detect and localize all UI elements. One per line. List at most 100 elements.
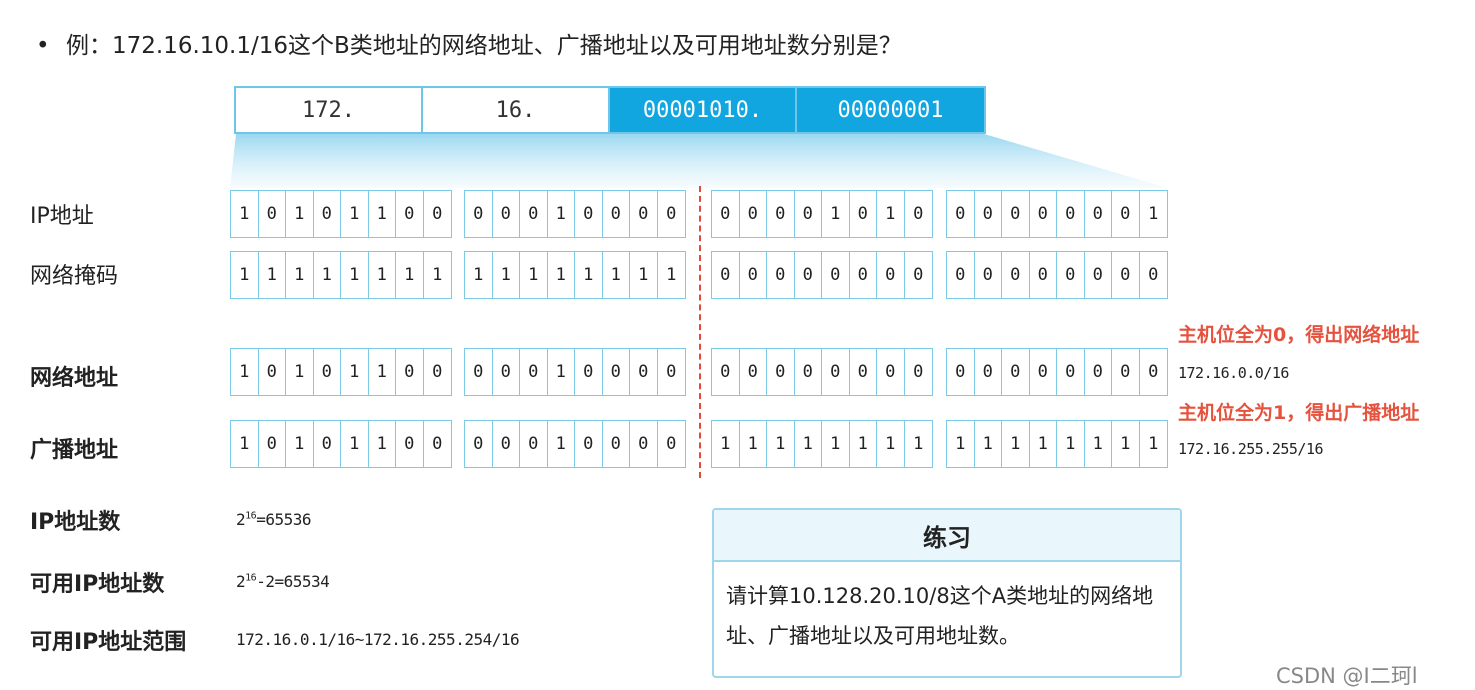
bit-cell: 0 [1057, 252, 1085, 298]
bit-cell: 1 [548, 349, 575, 395]
bit-cell: 1 [369, 252, 396, 298]
bit-cell: 1 [314, 252, 341, 298]
bit-cell: 0 [1030, 252, 1057, 298]
bit-cell: 0 [822, 252, 850, 298]
network-host-divider [699, 186, 701, 478]
usable-count-label: 可用IP地址数 [30, 572, 165, 597]
header-octet-1: 172. [236, 88, 423, 132]
practice-box: 练习 请计算10.128.20.10/8这个A类地址的网络地址、广播地址以及可用… [712, 508, 1182, 678]
bit-cell: 1 [666, 265, 677, 285]
bit-cell: 0 [1002, 349, 1030, 395]
bit-cell: 1 [1112, 421, 1140, 467]
bit-cell: 1 [877, 421, 905, 467]
bit-cell: 0 [975, 252, 1002, 298]
bit-cell: 0 [575, 421, 603, 467]
bit-cell: 0 [877, 252, 905, 298]
bit-cell: 0 [1057, 191, 1085, 237]
network-note: 主机位全为0，得出网络地址 [1178, 324, 1420, 346]
usable-range-value: 172.16.0.1/16~172.16.255.254/16 [236, 630, 520, 649]
bit-cell: 0 [493, 191, 520, 237]
bit-cell: 1 [712, 421, 740, 467]
bit-cell: 0 [1085, 252, 1112, 298]
bit-cell: 1 [369, 349, 396, 395]
bit-cell: 1 [767, 421, 795, 467]
bit-cell: 1 [286, 349, 314, 395]
bit-cell: 0 [767, 252, 795, 298]
bit-cell: 0 [1085, 191, 1112, 237]
bit-cell: 0 [740, 349, 767, 395]
ip-octet-header: 172. 16. 00001010. 00000001 [234, 86, 986, 134]
bit-cell: 0 [603, 421, 630, 467]
question-line: •例：172.16.10.1/16这个B类地址的网络地址、广播地址以及可用地址数… [36, 26, 902, 60]
broadcast-note: 主机位全为1，得出广播地址 [1178, 402, 1420, 424]
row-label-netmask: 网络掩码 [30, 264, 119, 289]
bit-cell: 1 [432, 265, 443, 285]
bit-cell: 0 [712, 349, 740, 395]
bit-cell: 0 [1030, 349, 1057, 395]
bit-cell: 0 [314, 191, 341, 237]
bit-cell: 1 [795, 421, 822, 467]
bit-cell: 1 [975, 421, 1002, 467]
bit-cell: 0 [1148, 362, 1159, 382]
practice-body: 请计算10.128.20.10/8这个A类地址的网络地址、广播地址以及可用地址数… [726, 584, 1154, 648]
header-octet-2: 16. [423, 88, 610, 132]
bit-cell: 1 [913, 434, 924, 454]
bit-cell: 0 [314, 349, 341, 395]
bit-cell: 0 [396, 421, 424, 467]
bit-cell: 1 [341, 349, 369, 395]
row-label-ip-address: IP地址 [30, 204, 94, 229]
bit-cell: 0 [575, 191, 603, 237]
usable-range-label: 可用IP地址范围 [30, 630, 187, 655]
bit-cell: 0 [520, 191, 548, 237]
bit-cell: 0 [259, 349, 286, 395]
bit-cell: 0 [1085, 349, 1112, 395]
bit-cell: 1 [493, 252, 520, 298]
bit-cell: 0 [947, 252, 975, 298]
bit-cell: 1 [822, 191, 850, 237]
bit-cell: 1 [341, 421, 369, 467]
bit-cell: 0 [947, 191, 975, 237]
bit-cell: 1 [231, 191, 259, 237]
bit-cell: 0 [877, 349, 905, 395]
bit-cell: 0 [396, 191, 424, 237]
bit-cell: 0 [666, 362, 677, 382]
bit-cell: 0 [1002, 191, 1030, 237]
network-address-value: 172.16.0.0/16 [1178, 364, 1289, 382]
bit-cell: 0 [795, 252, 822, 298]
bit-cell: 1 [548, 191, 575, 237]
bit-cell: 0 [795, 349, 822, 395]
bit-cell: 0 [1148, 265, 1159, 285]
bit-cell: 0 [432, 434, 443, 454]
row-label-network-address: 网络地址 [30, 366, 119, 391]
bit-cell: 0 [603, 191, 630, 237]
bit-cell: 0 [850, 349, 877, 395]
bit-cell: 0 [1112, 349, 1140, 395]
bit-cell: 1 [1030, 421, 1057, 467]
bit-cell: 0 [432, 204, 443, 224]
bit-cell: 1 [947, 421, 975, 467]
bit-cell: 0 [396, 349, 424, 395]
bit-cell: 0 [947, 349, 975, 395]
bit-cell: 0 [259, 421, 286, 467]
bit-cell: 1 [286, 252, 314, 298]
bit-cell: 0 [1112, 252, 1140, 298]
bit-cell: 1 [575, 252, 603, 298]
bit-cell: 1 [369, 191, 396, 237]
bit-cell: 1 [877, 191, 905, 237]
bit-cell: 0 [975, 349, 1002, 395]
bit-cell: 1 [1148, 434, 1159, 454]
bit-cell: 0 [712, 191, 740, 237]
bit-cell: 0 [795, 191, 822, 237]
bullet: • [36, 33, 50, 59]
usable-count-value: 216-2=65534 [236, 572, 330, 591]
ip-count-label: IP地址数 [30, 510, 121, 535]
bit-cell: 1 [603, 252, 630, 298]
